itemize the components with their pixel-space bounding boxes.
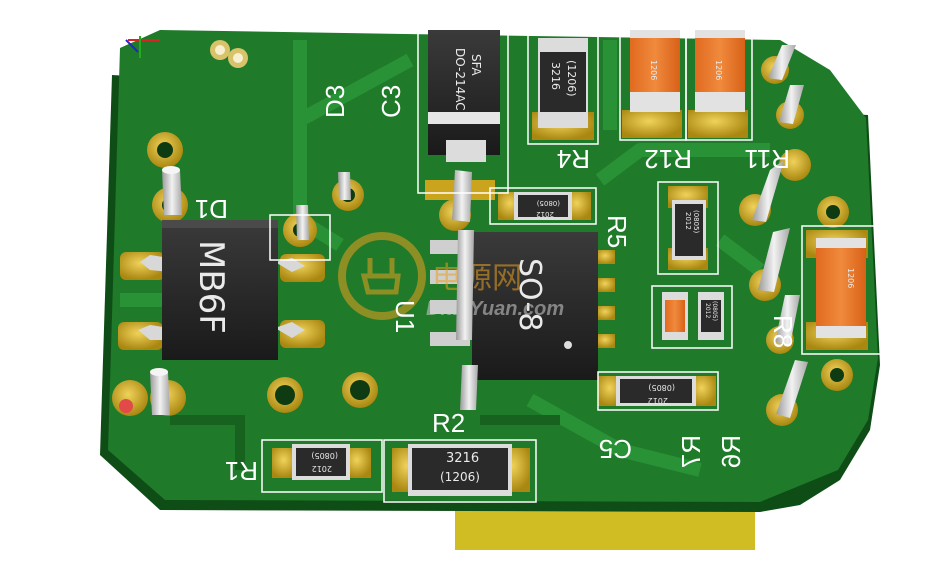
diode-marking-2: DO-214AC (453, 48, 467, 111)
ic-marking: SO-8 (512, 258, 547, 331)
label-c5: C5 (599, 434, 632, 464)
r12-code: 1206 (649, 60, 658, 80)
resistor-r5: 2012 (0805) (668, 186, 708, 270)
watermark-en: DianYuan.com (426, 298, 564, 320)
pin-headers (150, 45, 808, 418)
diode-marking-1: SFA (469, 54, 483, 76)
label-r8: R8 (768, 315, 798, 348)
capacitor-c5: 2012 (0805) (598, 376, 716, 406)
resistor-r11: 1206 (688, 30, 748, 138)
r1-code: 2012 (312, 464, 332, 473)
label-r1: R1 (225, 456, 258, 486)
label-r4: R4 (557, 144, 590, 174)
label-r2: R2 (432, 408, 465, 438)
bridge-marking: MB6F (191, 240, 231, 334)
c5-size: (0805) (648, 383, 675, 392)
r11-code: 1206 (714, 60, 723, 80)
resistor-r1: 2012 (0805) (272, 444, 371, 480)
label-u1: U1 (390, 300, 420, 333)
r7-code: 2012 (704, 303, 711, 318)
label-r6: R6 (716, 435, 746, 468)
label-r12: R12 (644, 144, 692, 174)
r4-size: (0805) (536, 199, 560, 207)
label-r5: R5 (602, 215, 632, 248)
copper-traces (120, 40, 770, 477)
label-d3: D3 (320, 85, 350, 118)
r1-size: (0805) (311, 451, 338, 460)
mounting-holes (210, 40, 248, 68)
c3-code: 3216 (549, 62, 562, 90)
axis-marker (125, 36, 160, 58)
silkscreen-outlines (261, 27, 885, 503)
resistor-r2: 3216 (1206) (392, 444, 530, 496)
r8-code: 1206 (846, 268, 855, 288)
label-r11: R11 (744, 144, 790, 174)
r5-size: (0805) (692, 210, 700, 234)
silkscreen-labels: D3 C3 D1 U1 R4 R12 R11 R5 R8 R2 R1 C5 R7… (195, 85, 798, 486)
r2-size: (1206) (440, 470, 480, 484)
small-smd-parts: 2012 (0805) (662, 292, 724, 340)
bridge-rectifier-d1: MB6F (118, 220, 325, 360)
resistor-r8: 1206 (806, 230, 868, 350)
resistor-r4: 2012 (0805) (498, 192, 591, 220)
ic-u1: SO-8 (430, 232, 615, 380)
r2-code: 3216 (446, 451, 479, 466)
r7-size: (0805) (711, 301, 718, 321)
r4-code: 2012 (536, 210, 554, 218)
label-d1: D1 (195, 194, 228, 224)
c3-size: (1206) (565, 60, 578, 97)
resistor-r12: 1206 (622, 30, 682, 138)
c5-code: 2012 (648, 396, 668, 405)
r5-code: 2012 (684, 212, 692, 230)
capacitor-c3: 3216 (1206) (532, 38, 594, 140)
label-c3: C3 (376, 85, 406, 118)
watermark-cn: 电源网 (432, 261, 522, 296)
label-r7: R7 (676, 435, 706, 468)
